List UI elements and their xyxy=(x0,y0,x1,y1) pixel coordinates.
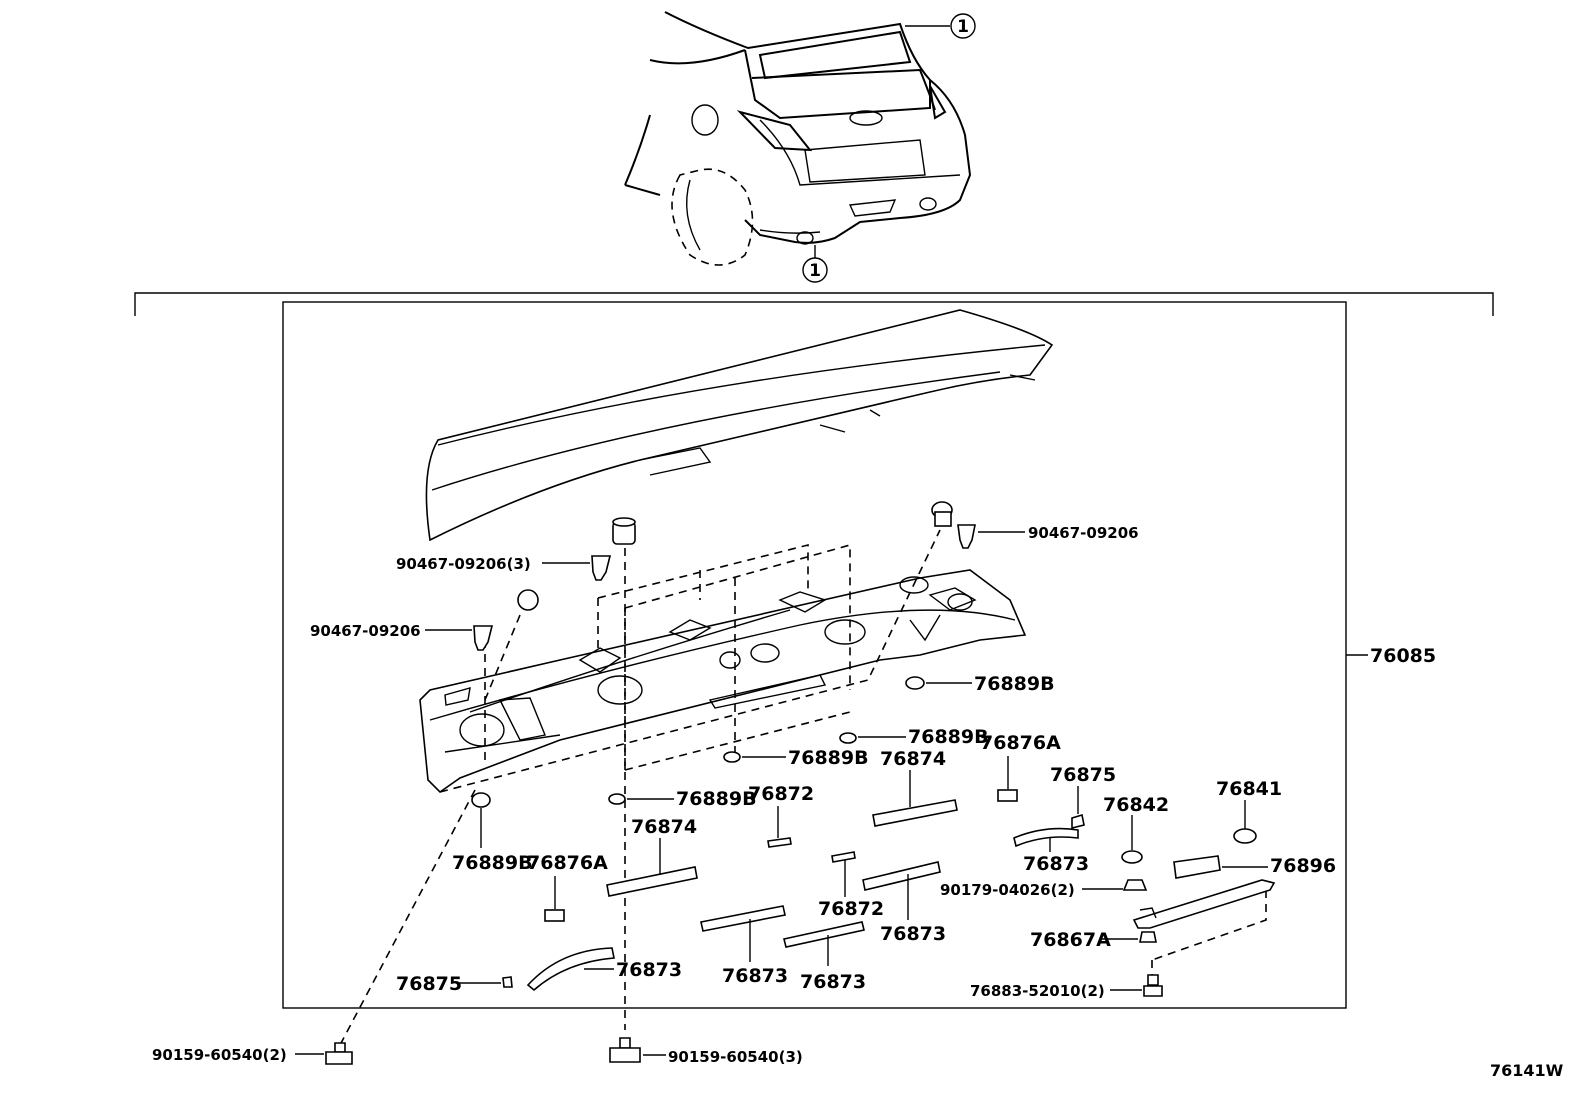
callout-one-bottom: 1 xyxy=(802,257,828,283)
svg-text:76841: 76841 xyxy=(1216,778,1282,800)
section-bracket xyxy=(134,292,1494,316)
svg-text:76873: 76873 xyxy=(800,971,866,993)
vehicle-rear-view xyxy=(624,11,972,266)
svg-text:76876A: 76876A xyxy=(527,852,608,874)
clip-90467-left-qty: 90467-09206(3) xyxy=(396,555,612,581)
pad-76872-lower: 76872 xyxy=(818,851,884,920)
bolt-90159-center: 90159-60540(3) xyxy=(609,1037,803,1066)
bracket-76896: 76896 xyxy=(1173,855,1336,879)
svg-text:76874: 76874 xyxy=(631,816,697,838)
svg-text:76889B: 76889B xyxy=(908,726,989,748)
label-76085: 76085 xyxy=(1370,645,1436,667)
svg-text:90467-09206: 90467-09206 xyxy=(310,622,421,640)
svg-text:76873: 76873 xyxy=(616,959,682,981)
svg-text:1: 1 xyxy=(957,17,969,37)
alignment-dash-lines xyxy=(339,529,1267,1046)
pad-76842: 76842 xyxy=(1103,794,1169,864)
stud-left xyxy=(517,589,539,611)
svg-text:76867A: 76867A xyxy=(1030,929,1111,951)
bolt-90159-left: 90159-60540(2) xyxy=(152,1042,353,1065)
screw-76883: 76883-52010(2) xyxy=(970,974,1163,1000)
stud-center-top xyxy=(612,517,636,545)
svg-text:76873: 76873 xyxy=(1023,853,1089,875)
seal-76875-right: 76875 xyxy=(1050,764,1116,830)
svg-text:76872: 76872 xyxy=(748,783,814,805)
svg-text:76875: 76875 xyxy=(396,973,462,995)
clip-76867a: 76867A xyxy=(1030,929,1157,951)
grommet-76889b-center: 76889B xyxy=(608,788,757,810)
seal-76875-left: 76875 xyxy=(396,973,513,995)
clip-90467-left: 90467-09206 xyxy=(310,622,494,651)
svg-text:76842: 76842 xyxy=(1103,794,1169,816)
svg-text:76873: 76873 xyxy=(722,965,788,987)
clip-90467-right-top: 90467-09206 xyxy=(957,524,1139,549)
svg-text:76889B: 76889B xyxy=(452,852,533,874)
svg-text:76874: 76874 xyxy=(880,748,946,770)
tape-76874-left: 76874 xyxy=(606,816,698,897)
svg-text:76889B: 76889B xyxy=(676,788,757,810)
svg-text:90179-04026(2): 90179-04026(2) xyxy=(940,881,1075,899)
svg-text:76896: 76896 xyxy=(1270,855,1336,877)
svg-text:90159-60540(3): 90159-60540(3) xyxy=(668,1048,803,1066)
svg-text:76875: 76875 xyxy=(1050,764,1116,786)
spoiler-base-panel xyxy=(419,569,1027,794)
svg-text:76872: 76872 xyxy=(818,898,884,920)
callout-one-top: 1 xyxy=(950,13,976,39)
svg-text:76883-52010(2): 76883-52010(2) xyxy=(970,982,1105,1000)
tape-76873-right: 76873 xyxy=(1013,827,1089,875)
pad-76841: 76841 xyxy=(1216,778,1282,844)
tape-76873-bottom-a: 76873 xyxy=(700,905,788,987)
tape-76873-left-curve: 76873 xyxy=(526,947,682,992)
grommet-76889b-mid-upper: 76889B xyxy=(839,726,989,748)
clip-76876a-left: 76876A xyxy=(527,852,608,922)
svg-text:90159-60540(2): 90159-60540(2) xyxy=(152,1046,287,1064)
grommet-76889b-mid: 76889B xyxy=(723,747,869,769)
diagram-code: 76141W xyxy=(1490,1061,1564,1080)
svg-text:90467-09206: 90467-09206 xyxy=(1028,524,1139,542)
grommet-76889b-right: 76889B xyxy=(905,673,1055,695)
svg-text:90467-09206(3): 90467-09206(3) xyxy=(396,555,531,573)
nut-90179: 90179-04026(2) xyxy=(940,879,1148,899)
tape-76874-right: 76874 xyxy=(872,748,958,827)
grommet-76889b-left: 76889B xyxy=(452,792,533,874)
stud-right-top xyxy=(931,501,953,527)
clip-76876a-right: 76876A xyxy=(980,732,1061,802)
svg-text:76889B: 76889B xyxy=(788,747,869,769)
svg-text:76889B: 76889B xyxy=(974,673,1055,695)
tape-76873-mid-right: 76873 xyxy=(862,861,946,945)
bracket-long xyxy=(1132,879,1276,929)
tape-76873-bottom-b: 76873 xyxy=(783,921,866,993)
svg-text:76876A: 76876A xyxy=(980,732,1061,754)
svg-text:1: 1 xyxy=(809,261,821,281)
svg-text:76873: 76873 xyxy=(880,923,946,945)
pad-76872-upper: 76872 xyxy=(748,783,814,848)
spoiler xyxy=(425,309,1054,542)
